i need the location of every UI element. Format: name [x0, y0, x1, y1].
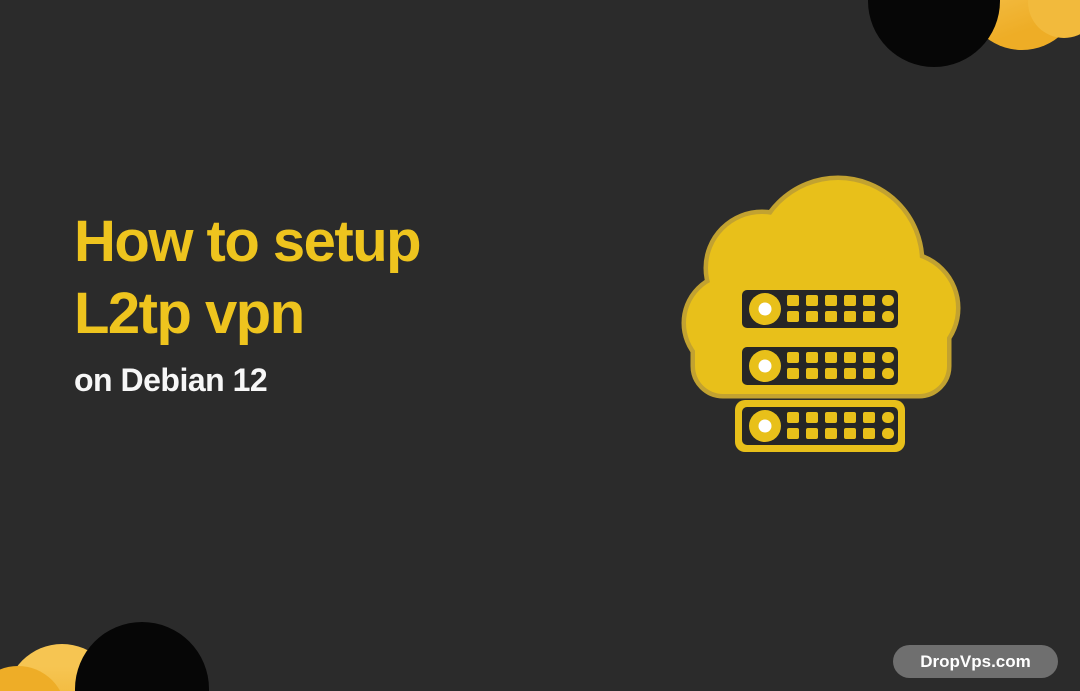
decor-black-circle-bottom-left — [75, 622, 209, 691]
vent-squares-icon — [787, 352, 894, 379]
title-line-2: L2tp vpn — [74, 281, 305, 346]
vent-squares-icon — [787, 412, 894, 439]
power-led-icon — [758, 302, 772, 316]
vent-squares-icon — [787, 295, 894, 322]
power-led-icon — [758, 359, 772, 373]
dropvps-badge: DropVps.com — [893, 645, 1058, 678]
server-row — [735, 340, 905, 392]
page-title: How to setup L2tp vpn — [74, 206, 422, 350]
decor-black-circle-top-right — [868, 0, 1000, 67]
server-row — [735, 283, 905, 335]
server-row — [735, 400, 905, 452]
cloud-server-icon — [681, 175, 961, 452]
badge-label: DropVps.com — [920, 651, 1031, 671]
subtitle: on Debian 12 — [74, 362, 268, 398]
power-led-icon — [758, 419, 772, 433]
title-line-1: How to setup — [74, 209, 422, 274]
